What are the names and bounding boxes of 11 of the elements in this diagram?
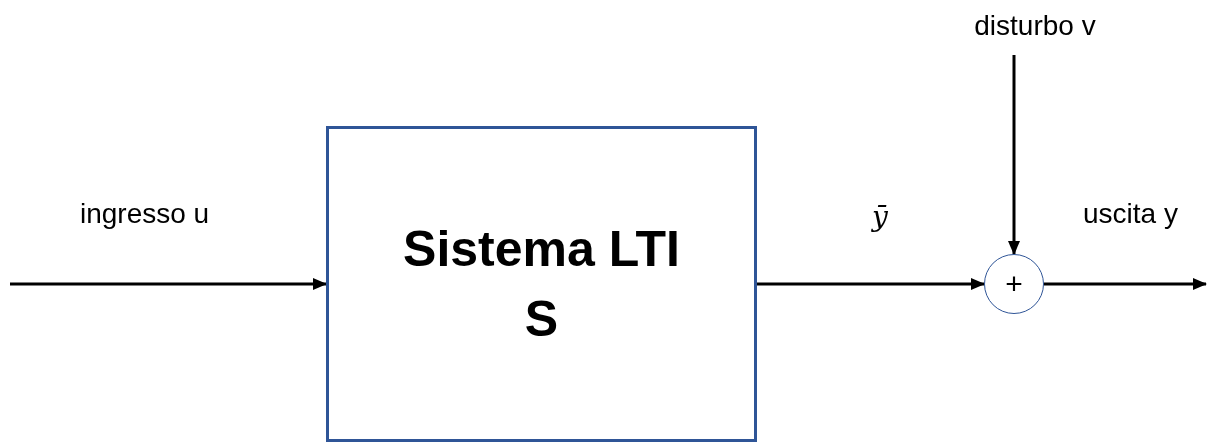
signal-arrow [1044, 278, 1207, 290]
signal-arrow [757, 278, 985, 290]
signal-arrow [10, 278, 327, 290]
edge-label: ȳ [872, 200, 888, 233]
edge-label: ingresso u [80, 198, 210, 230]
signal-arrow [1008, 55, 1020, 255]
plus-sign: + [1005, 269, 1023, 299]
disturbance-label: disturbo v [974, 10, 1096, 42]
system-block [326, 126, 757, 442]
edge-label: uscita y [1083, 198, 1178, 230]
block-title: Sistema LTI S [402, 220, 681, 349]
